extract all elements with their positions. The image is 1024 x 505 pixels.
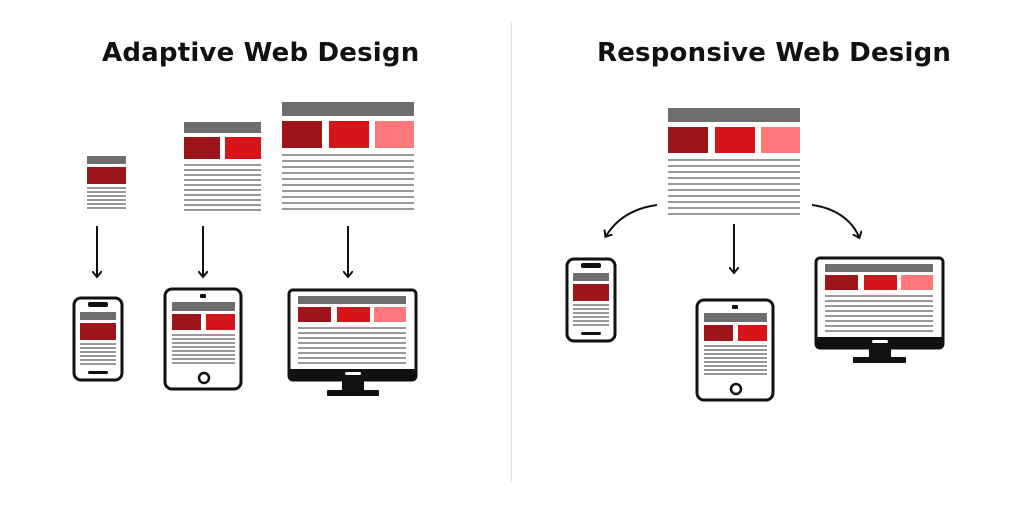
desktop-monitor-icon: [287, 288, 418, 396]
panel-divider: [511, 22, 512, 482]
desktop-monitor-icon: [814, 256, 945, 363]
arrow-curve-right: [811, 204, 859, 237]
arrow-curve-left: [606, 204, 658, 236]
mockup-large: [282, 102, 414, 210]
mockup-small: [87, 156, 126, 209]
tablet-icon: [695, 298, 775, 402]
responsive-title: Responsive Web Design: [597, 38, 952, 68]
adaptive-title: Adaptive Web Design: [102, 38, 420, 68]
mockup-medium: [184, 122, 261, 211]
mockup-responsive-master: [668, 108, 800, 215]
phone-icon: [72, 296, 124, 382]
phone-icon: [565, 257, 617, 343]
tablet-icon: [163, 287, 243, 391]
